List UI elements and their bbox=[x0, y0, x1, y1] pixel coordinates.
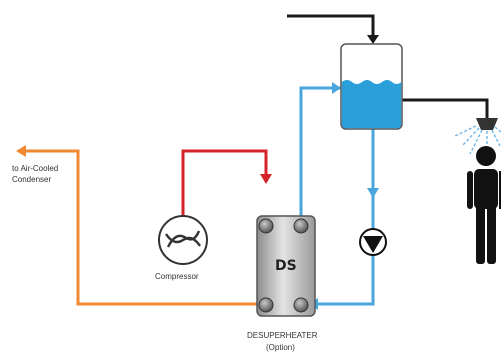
condenser-label-line1: to Air-Cooled bbox=[12, 164, 59, 173]
to-condenser-line bbox=[18, 149, 262, 306]
compressor-label: Compressor bbox=[155, 272, 199, 281]
water-arrow-down bbox=[367, 188, 379, 198]
shower-head-icon bbox=[454, 118, 501, 155]
cold-supply-line bbox=[287, 14, 375, 38]
hot-gas-arrow bbox=[260, 174, 272, 184]
water-arrow-into-tank bbox=[332, 82, 341, 94]
ds-label: DS bbox=[275, 258, 297, 274]
person-icon bbox=[467, 146, 501, 264]
to-condenser-arrow bbox=[16, 145, 26, 157]
storage-tank bbox=[340, 43, 403, 130]
water-return-line bbox=[309, 128, 375, 306]
ds-heat-exchanger bbox=[256, 215, 316, 317]
water-line-to-tank bbox=[299, 86, 341, 231]
option-label: (Option) bbox=[266, 343, 295, 352]
pump-icon bbox=[359, 228, 387, 256]
cold-supply-arrow bbox=[367, 35, 379, 44]
condenser-label-line2: Condenser bbox=[12, 175, 52, 184]
hot-water-to-shower-line bbox=[401, 98, 489, 118]
desuperheater-label: DESUPERHEATER bbox=[247, 331, 318, 340]
compressor-icon bbox=[158, 215, 208, 265]
hot-gas-line bbox=[181, 149, 268, 219]
